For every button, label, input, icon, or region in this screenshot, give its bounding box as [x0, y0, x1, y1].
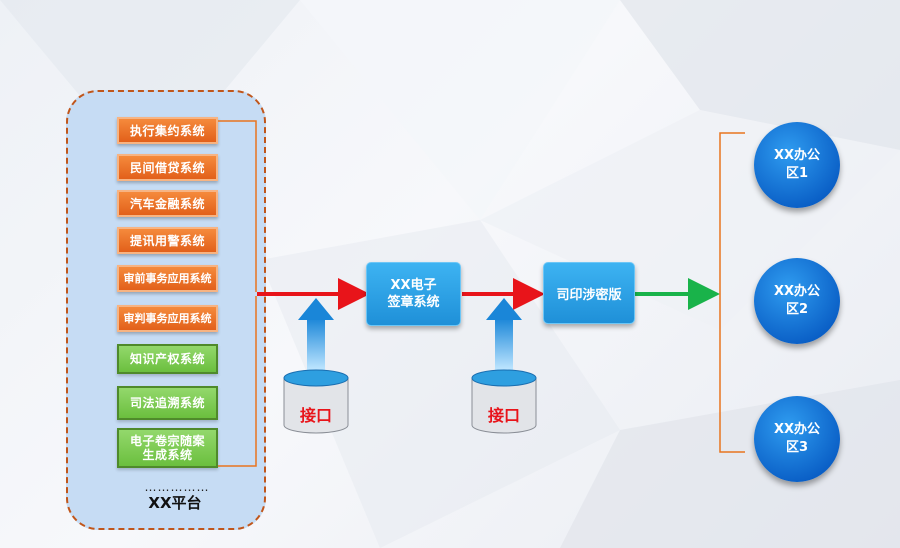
system-e-dossier[interactable]: 电子卷宗随案生成系统	[117, 428, 218, 468]
zone-line2: 区2	[785, 302, 809, 317]
seal-system-line2: 签章系统	[387, 295, 440, 310]
zone-line2: 区3	[785, 440, 809, 455]
system-traceability[interactable]: 司法追溯系统	[117, 386, 218, 420]
zone-line1: XX办公	[773, 422, 821, 437]
bracket-top	[218, 120, 257, 292]
seal-system-line1: XX电子	[390, 278, 437, 293]
zone-line1: XX办公	[773, 284, 821, 299]
interface-cylinder-2	[471, 369, 537, 434]
system-pretrial[interactable]: 审前事务应用系统	[117, 265, 218, 292]
office-zone-3[interactable]: XX办公区3	[754, 396, 840, 482]
system-label: 提讯用警系统	[129, 233, 205, 248]
system-ip[interactable]: 知识产权系统	[117, 344, 218, 374]
more-indicator: ……………	[144, 480, 210, 494]
secure-version-box[interactable]: 司印涉密版	[543, 262, 635, 324]
system-police-escort[interactable]: 提讯用警系统	[117, 227, 218, 254]
system-auto-finance[interactable]: 汽车金融系统	[117, 190, 218, 217]
up-arrow-2	[486, 298, 522, 370]
system-trial[interactable]: 审判事务应用系统	[117, 305, 218, 332]
bracket-zones	[719, 132, 745, 453]
interface-cylinder-1	[283, 369, 349, 434]
interface-label-1: 接口	[299, 406, 332, 425]
system-enforcement[interactable]: 执行集约系统	[117, 117, 218, 144]
system-label: 汽车金融系统	[129, 196, 205, 211]
zone-line2: 区1	[785, 166, 809, 181]
secure-version-label: 司印涉密版	[556, 287, 622, 303]
interface-label-2: 接口	[487, 406, 520, 425]
system-label: 电子卷宗随案生成系统	[129, 434, 205, 462]
system-label: 知识产权系统	[129, 352, 205, 366]
system-label: 审判事务应用系统	[123, 311, 212, 325]
system-label: 民间借贷系统	[129, 160, 205, 175]
system-label: 审前事务应用系统	[123, 271, 212, 285]
system-label: 司法追溯系统	[129, 396, 205, 410]
zone-line1: XX办公	[773, 148, 821, 163]
system-label: 执行集约系统	[129, 123, 205, 138]
seal-system-box[interactable]: XX电子 签章系统	[366, 262, 461, 326]
office-zone-2[interactable]: XX办公区2	[754, 258, 840, 344]
office-zone-1[interactable]: XX办公区1	[754, 122, 840, 208]
system-private-lending[interactable]: 民间借贷系统	[117, 154, 218, 181]
platform-title: XX平台	[148, 494, 202, 512]
up-arrow-1	[298, 298, 334, 370]
bracket-bottom	[218, 296, 257, 467]
